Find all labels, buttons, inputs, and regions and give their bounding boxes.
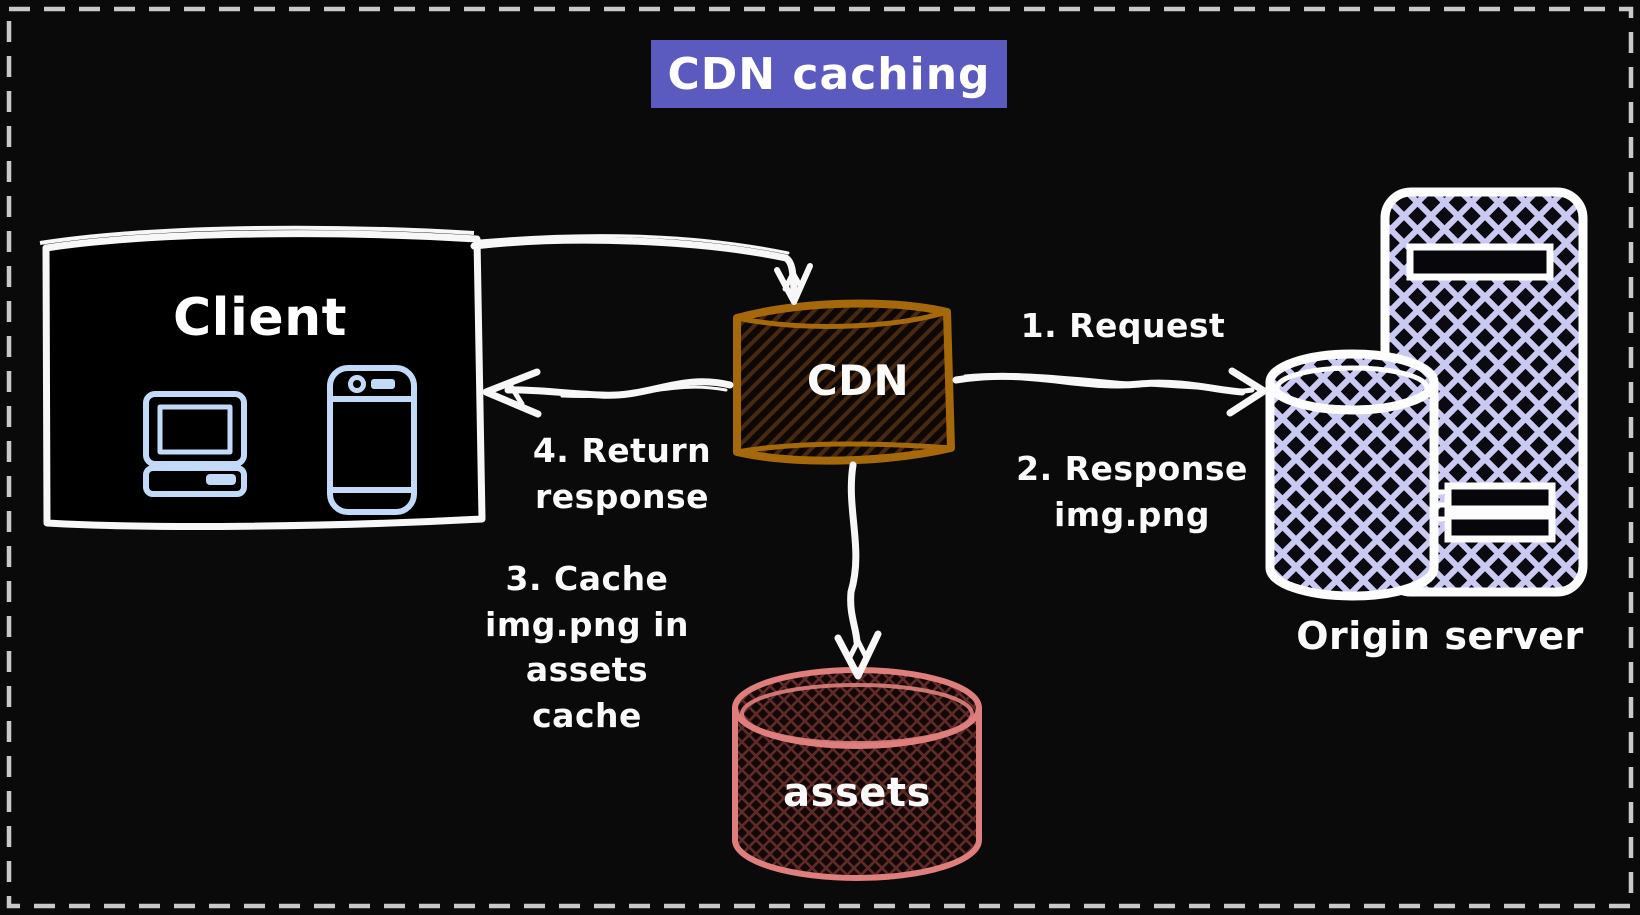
client-to-cdn-arrow xyxy=(470,234,813,305)
step-3-cache-label: 3. Cache img.png in assets cache xyxy=(485,559,689,735)
canvas-dashed-border xyxy=(6,6,1634,909)
phone-camera-dot xyxy=(348,375,366,393)
assets-node-label: assets xyxy=(783,770,931,816)
smartphone-icon xyxy=(327,365,417,515)
diagram-title: CDN caching xyxy=(651,40,1007,108)
assets-cylinder-body xyxy=(732,708,982,881)
step-1-request-label: 1. Request xyxy=(1020,306,1226,345)
assets-cylinder xyxy=(732,667,982,881)
server-top-slot xyxy=(1406,243,1554,281)
cdn-to-client-arrow xyxy=(482,368,734,418)
cdn-node xyxy=(733,299,955,465)
step-2-response-label: 2. Response img.png xyxy=(1016,449,1248,534)
cdn-to-origin-arrow xyxy=(952,367,1268,417)
phone-speaker-bar xyxy=(371,379,395,389)
client-node-label: Client xyxy=(173,288,347,348)
database-cylinder-icon xyxy=(1265,382,1439,601)
arrows xyxy=(470,234,1268,680)
origin-server-label: Origin server xyxy=(1296,614,1584,658)
computer-icon xyxy=(143,391,247,497)
client-node-box xyxy=(42,230,486,530)
cdn-to-assets-arrow xyxy=(834,461,882,680)
cdn-node-label: CDN xyxy=(806,356,910,405)
origin-server xyxy=(1265,187,1588,601)
server-vents xyxy=(1444,482,1556,543)
client-node xyxy=(39,225,486,530)
step-4-return-label: 4. Return response xyxy=(532,431,712,516)
